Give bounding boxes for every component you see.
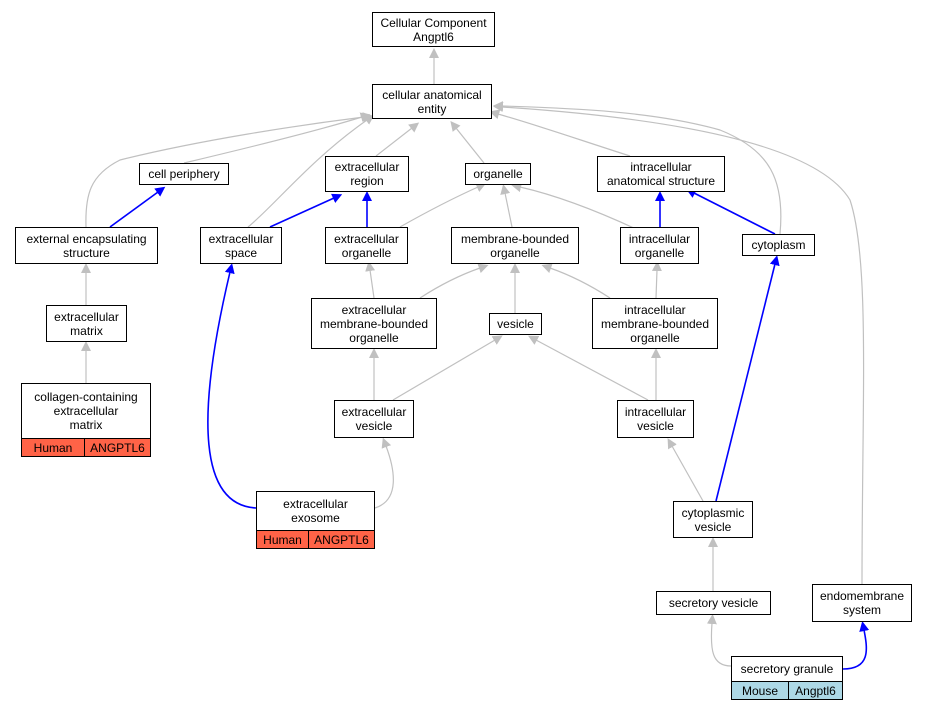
edge-ec-vesicle-to-vesicle [392, 335, 503, 401]
edge-ec-exosome-to-ec-vesicle [374, 437, 394, 509]
node-intracellular-vesicle[interactable]: intracellular vesicle [617, 400, 694, 438]
node-label: extracellular exosome [283, 497, 348, 525]
gene-cell: ANGPTL6 [84, 439, 150, 456]
node-extracellular-matrix[interactable]: extracellular matrix [46, 305, 127, 342]
edge-ec-organelle-to-organelle [399, 182, 487, 228]
node-extracellular-region[interactable]: extracellular region [325, 156, 409, 192]
species-cell: Human [263, 532, 302, 547]
edge-ec-region-to-cae [375, 122, 420, 157]
edge-cell-periphery-to-cae [183, 112, 371, 164]
node-label: collagen-containing extracellular matrix [34, 390, 138, 432]
node-extracellular-space[interactable]: extracellular space [200, 227, 282, 264]
node-intracellular-anatomical-structure[interactable]: intracellular anatomical structure [597, 156, 725, 192]
node-extracellular-exosome[interactable]: extracellular exosome Human ANGPTL6 [256, 491, 375, 549]
node-endomembrane-system[interactable]: endomembrane system [812, 584, 912, 622]
node-extracellular-vesicle[interactable]: extracellular vesicle [334, 400, 414, 438]
edge-secretory-granule-to-secretory-vesicle [706, 614, 732, 667]
species-cell: Mouse [741, 683, 779, 698]
node-root[interactable]: Cellular Component Angptl6 [372, 12, 495, 47]
edge-ec-mb-organelle-to-ec-organelle [365, 261, 376, 299]
node-collagen-containing-extracellular-matrix[interactable]: collagen-containing extracellular matrix… [21, 383, 151, 457]
edge-ec-mb-organelle-to-mb-organelle [419, 263, 489, 299]
edge-cyto-vesicle-to-cytoplasm [715, 255, 780, 502]
edge-ec-space-to-ec-region [269, 193, 343, 228]
gene-cell: Angptl6 [788, 682, 842, 699]
edge-ext-encaps-to-cae [85, 112, 373, 228]
species-cell: Human [33, 440, 73, 455]
edge-organelle-to-cae [450, 120, 485, 164]
edge-endomembrane-to-cae [493, 102, 865, 585]
node-label: secretory granule [740, 662, 834, 676]
node-cytoplasm[interactable]: cytoplasm [742, 234, 815, 256]
edge-ic-anat-to-cae [489, 109, 631, 157]
node-extracellular-membrane-bounded-organelle[interactable]: extracellular membrane-bounded organelle [311, 298, 437, 349]
node-intracellular-organelle[interactable]: intracellular organelle [620, 227, 699, 264]
gene-cell: ANGPTL6 [308, 531, 374, 548]
node-membrane-bounded-organelle[interactable]: membrane-bounded organelle [451, 227, 579, 264]
annotation-row: Human ANGPTL6 [257, 530, 374, 548]
edge-ic-mb-organelle-to-ic-organelle [651, 261, 662, 299]
node-external-encapsulating-structure[interactable]: external encapsulating structure [15, 227, 158, 264]
node-secretory-granule[interactable]: secretory granule Mouse Angptl6 [731, 656, 843, 700]
edge-mb-organelle-to-organelle [500, 184, 513, 228]
node-cell-periphery[interactable]: cell periphery [139, 163, 229, 185]
edge-cytoplasm-to-cae [493, 101, 782, 235]
edge-ic-organelle-to-organelle [511, 182, 637, 230]
edge-cyto-vesicle-to-ic-vesicle [667, 438, 704, 502]
edge-ext-encaps-to-cell-periphery [109, 186, 166, 228]
node-cytoplasmic-vesicle[interactable]: cytoplasmic vesicle [673, 501, 753, 538]
node-extracellular-organelle[interactable]: extracellular organelle [325, 227, 408, 264]
edge-ec-exosome-to-ec-space [207, 263, 257, 509]
edge-ic-mb-organelle-to-mb-organelle [541, 263, 611, 299]
annotation-row: Human ANGPTL6 [22, 438, 150, 456]
annotation-row: Mouse Angptl6 [732, 681, 842, 699]
node-cellular-anatomical-entity[interactable]: cellular anatomical entity [372, 84, 492, 119]
node-secretory-vesicle[interactable]: secretory vesicle [656, 591, 771, 615]
edge-secretory-granule-to-endomembrane [842, 621, 870, 670]
node-vesicle[interactable]: vesicle [489, 313, 542, 335]
node-organelle[interactable]: organelle [465, 163, 531, 185]
edge-ec-space-to-cae [247, 114, 375, 228]
node-intracellular-membrane-bounded-organelle[interactable]: intracellular membrane-bounded organelle [592, 298, 718, 349]
edge-cytoplasm-to-ic-anat [685, 188, 776, 235]
edge-ic-vesicle-to-vesicle [528, 335, 649, 401]
